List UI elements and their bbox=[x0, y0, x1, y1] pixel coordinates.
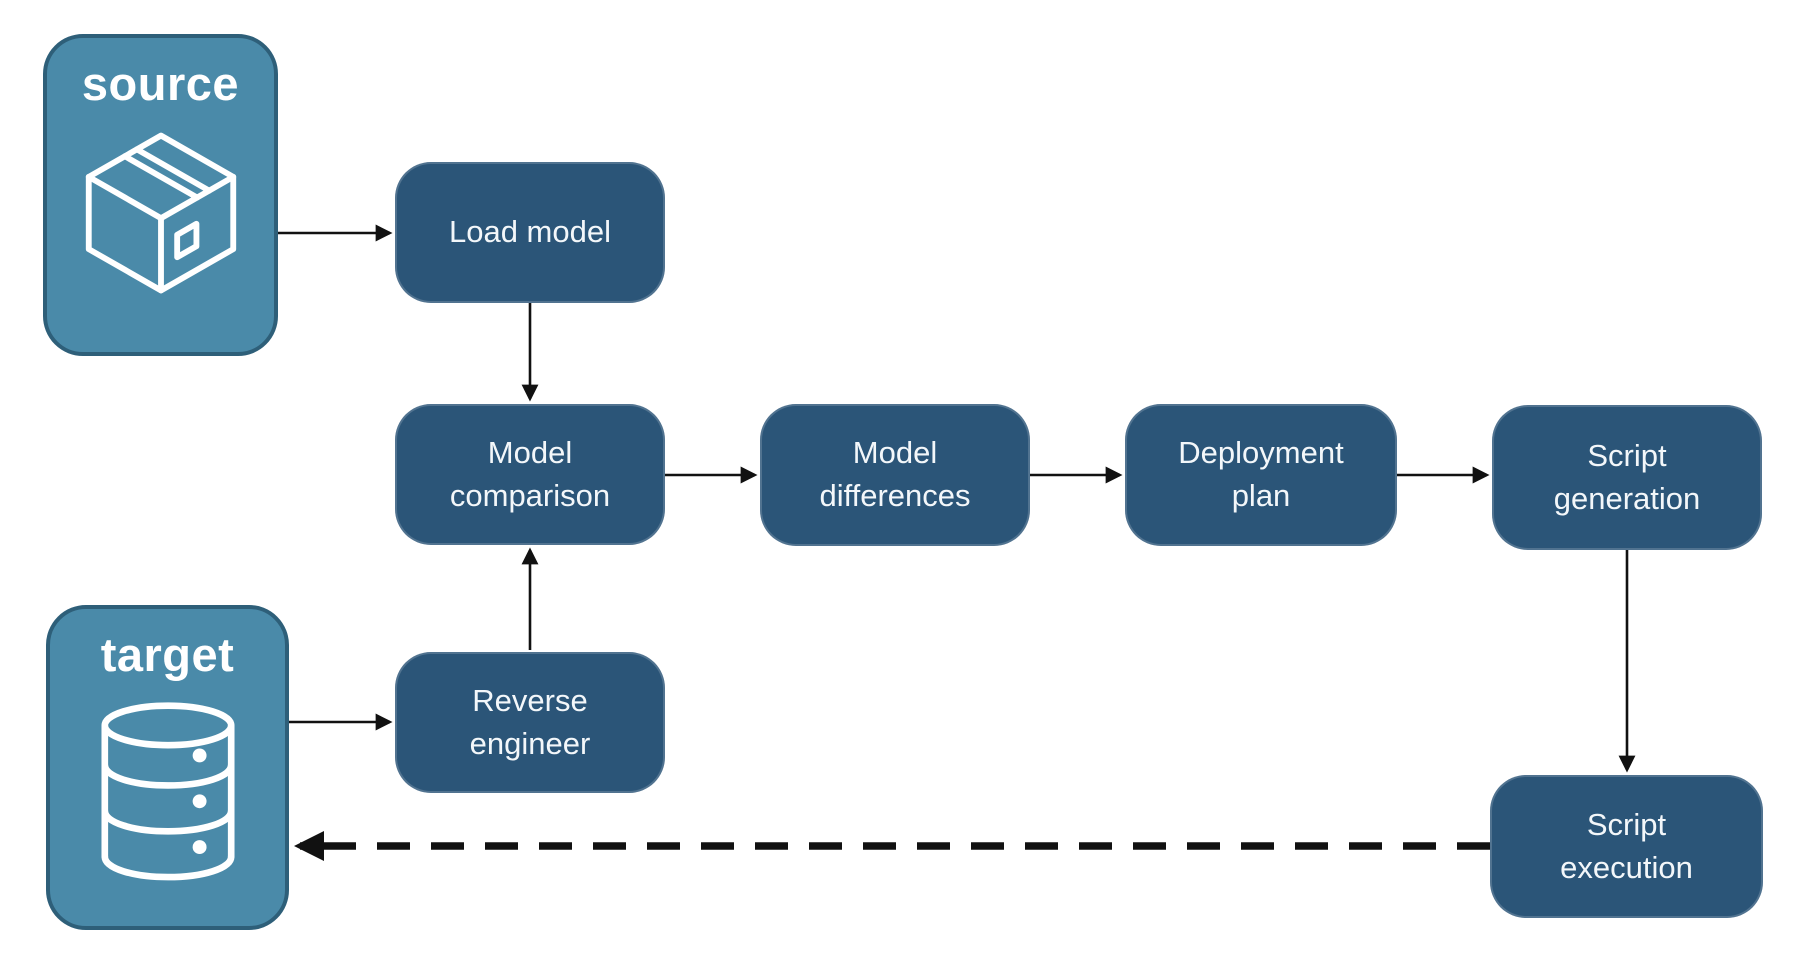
node-source: source bbox=[43, 34, 278, 356]
package-icon bbox=[85, 132, 236, 294]
node-reverse-engineer: Reverse engineer bbox=[395, 652, 665, 793]
node-script-generation-label: Script generation bbox=[1553, 437, 1701, 516]
node-model-differences: Model differences bbox=[760, 404, 1030, 546]
node-script-execution: Script execution bbox=[1490, 775, 1763, 918]
node-model-comparison-label: Model comparison bbox=[449, 434, 611, 513]
node-deployment-plan-label: Deployment plan bbox=[1178, 435, 1344, 513]
node-reverse-engineer-label: Reverse engineer bbox=[469, 682, 591, 761]
node-target: target bbox=[46, 605, 289, 930]
node-load-model: Load model bbox=[395, 162, 665, 303]
node-model-comparison: Model comparison bbox=[395, 404, 665, 545]
node-load-model-label: Load model bbox=[448, 214, 611, 250]
node-script-generation: Script generation bbox=[1492, 405, 1762, 550]
node-target-label: target bbox=[100, 628, 235, 681]
database-icon bbox=[100, 702, 235, 881]
node-deployment-plan: Deployment plan bbox=[1125, 404, 1397, 546]
node-model-differences-label: Model differences bbox=[819, 435, 971, 513]
node-source-label: source bbox=[81, 57, 240, 110]
node-script-execution-label: Script execution bbox=[1560, 806, 1693, 885]
